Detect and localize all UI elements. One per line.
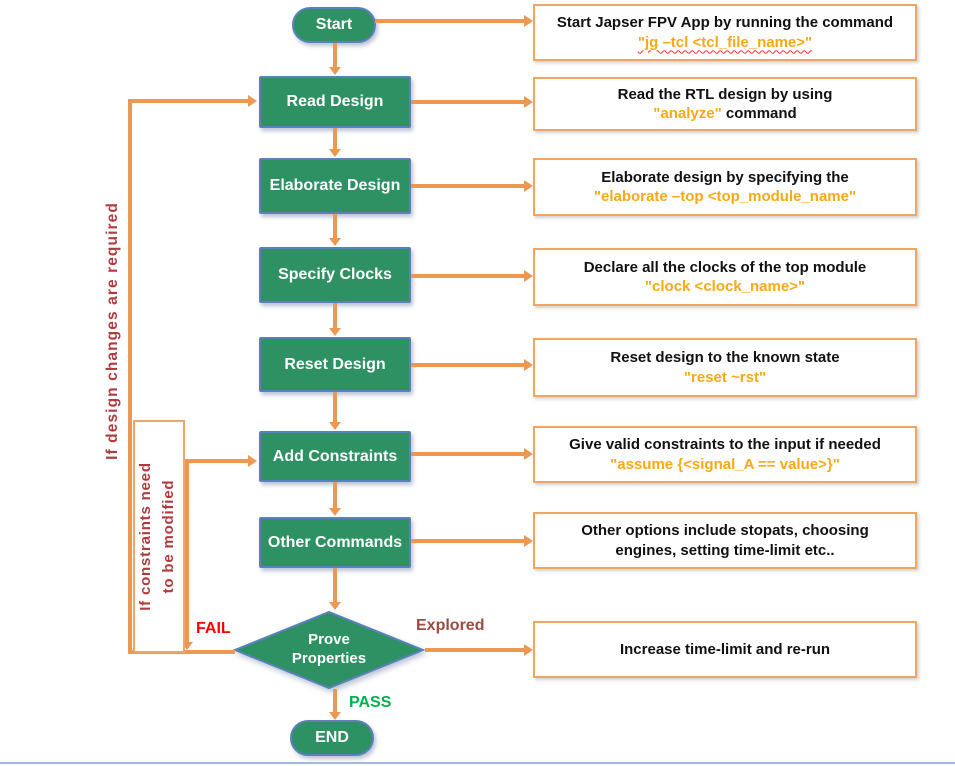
info-text2: engines, setting time-limit etc.. [615, 541, 835, 559]
prove-properties-decision: Prove Properties [233, 611, 425, 689]
explored-label: Explored [416, 617, 485, 634]
constraints-loop-arrow-into-add [185, 459, 248, 463]
info-box-start-command: Start Japser FPV App by running the comm… [533, 4, 917, 61]
info-box-increase-timelimit: Increase time-limit and re-run [533, 621, 917, 678]
command-text: "reset ~rst" [683, 368, 767, 386]
other-commands-label: Other Commands [267, 533, 403, 551]
diamond-shape [233, 611, 425, 689]
arrow-reset-to-constraints [333, 392, 337, 422]
info-text: Declare all the clocks of the top module [583, 258, 867, 276]
arrow-prove-to-end [333, 689, 337, 712]
start-node: Start [292, 7, 376, 43]
command-text: "elaborate –top <top_module_name" [593, 188, 857, 205]
arrow-other-to-prove [333, 568, 337, 602]
end-node: END [290, 720, 374, 756]
other-commands-node: Other Commands [259, 517, 411, 568]
prove-label-line2: Properties [291, 650, 367, 667]
info-text: Elaborate design by specifying the [601, 168, 849, 186]
specify-clocks-node: Specify Clocks [259, 247, 411, 303]
info-text: Increase time-limit and re-run [619, 640, 831, 658]
reset-design-label: Reset Design [284, 355, 386, 373]
info-text: Give valid constraints to the input if n… [569, 436, 881, 453]
arrow-explored-to-info8 [425, 648, 524, 652]
bottom-divider-line [0, 762, 955, 764]
info-box-assume: Give valid constraints to the input if n… [533, 426, 917, 483]
constraints-loop-text: If constraints need to be modified [135, 422, 184, 651]
read-design-label: Read Design [286, 93, 384, 110]
command-line: "clock <clock_name>" [645, 277, 805, 297]
info-text: Read the RTL design by using [617, 85, 833, 103]
info-text: Start Japser FPV App by running the comm… [556, 14, 894, 31]
command-line: "jg –tcl <tcl_file_name>" [638, 33, 812, 53]
constraints-loop-text-line2: to be modified [159, 479, 177, 594]
constraints-loop-label-box: If constraints need to be modified [133, 420, 185, 653]
arrow-read-to-elaborate [333, 128, 337, 149]
info-text: Other options include stopats, choosing [581, 522, 869, 539]
arrow-elaborate-to-info3 [411, 184, 524, 188]
arrow-reset-to-info5 [411, 363, 524, 367]
info-box-elaborate: Elaborate design by specifying the "elab… [533, 158, 917, 216]
info-text: Reset design to the known state [610, 349, 840, 366]
arrow-constraints-to-other [333, 482, 337, 508]
command-text: "jg –tcl <tcl_file_name>" [637, 33, 813, 51]
arrow-start-to-read [333, 43, 337, 67]
elaborate-design-label: Elaborate Design [269, 177, 401, 194]
reset-design-node: Reset Design [259, 337, 411, 392]
add-constraints-label: Add Constraints [272, 447, 398, 465]
arrow-clocks-to-reset [333, 303, 337, 328]
design-loop-arrow-into-read [128, 99, 248, 103]
design-changes-loop-text: If design changes are required [104, 202, 121, 460]
command-text: "analyze" [653, 105, 722, 122]
info-box-analyze: Read the RTL design by using "analyze" c… [533, 77, 917, 131]
prove-label-line1: Prove [308, 631, 350, 649]
info-box-clock: Declare all the clocks of the top module… [533, 248, 917, 306]
info-box-other-options: Other options include stopats, choosing … [533, 512, 917, 569]
arrow-start-to-info1 [375, 19, 524, 23]
add-constraints-node: Add Constraints [259, 431, 411, 482]
end-node-label: END [315, 729, 349, 746]
arrow-clocks-to-info4 [411, 274, 524, 278]
arrow-read-to-info2 [411, 100, 524, 104]
command-line: "reset ~rst" [684, 368, 766, 388]
command-line: "assume {<signal_A == value>}" [610, 455, 840, 475]
fail-label: FAIL [196, 620, 231, 637]
design-changes-loop-label: If design changes are required [100, 163, 126, 499]
command-text: "clock <clock_name>" [644, 278, 806, 295]
command-text: "assume {<signal_A == value>}" [610, 455, 840, 473]
elaborate-design-node: Elaborate Design [259, 158, 411, 214]
specify-clocks-label: Specify Clocks [278, 266, 392, 283]
arrow-other-to-info7 [411, 539, 524, 543]
constraints-loop-text-line1: If constraints need [137, 462, 154, 611]
command-line: "analyze" command [653, 105, 797, 122]
info-box-reset: Reset design to the known state "reset ~… [533, 338, 917, 397]
design-loop-vertical-line [128, 101, 132, 652]
start-node-label: Start [315, 16, 353, 33]
command-line: "elaborate –top <top_module_name" [594, 187, 856, 207]
arrow-elaborate-to-clocks [333, 214, 337, 238]
prove-properties-label: Prove Properties [233, 611, 425, 689]
arrow-constraints-to-info6 [411, 452, 524, 456]
pass-label: PASS [349, 694, 392, 711]
constraints-loop-vertical-line [185, 461, 189, 642]
read-design-node: Read Design [259, 76, 411, 128]
